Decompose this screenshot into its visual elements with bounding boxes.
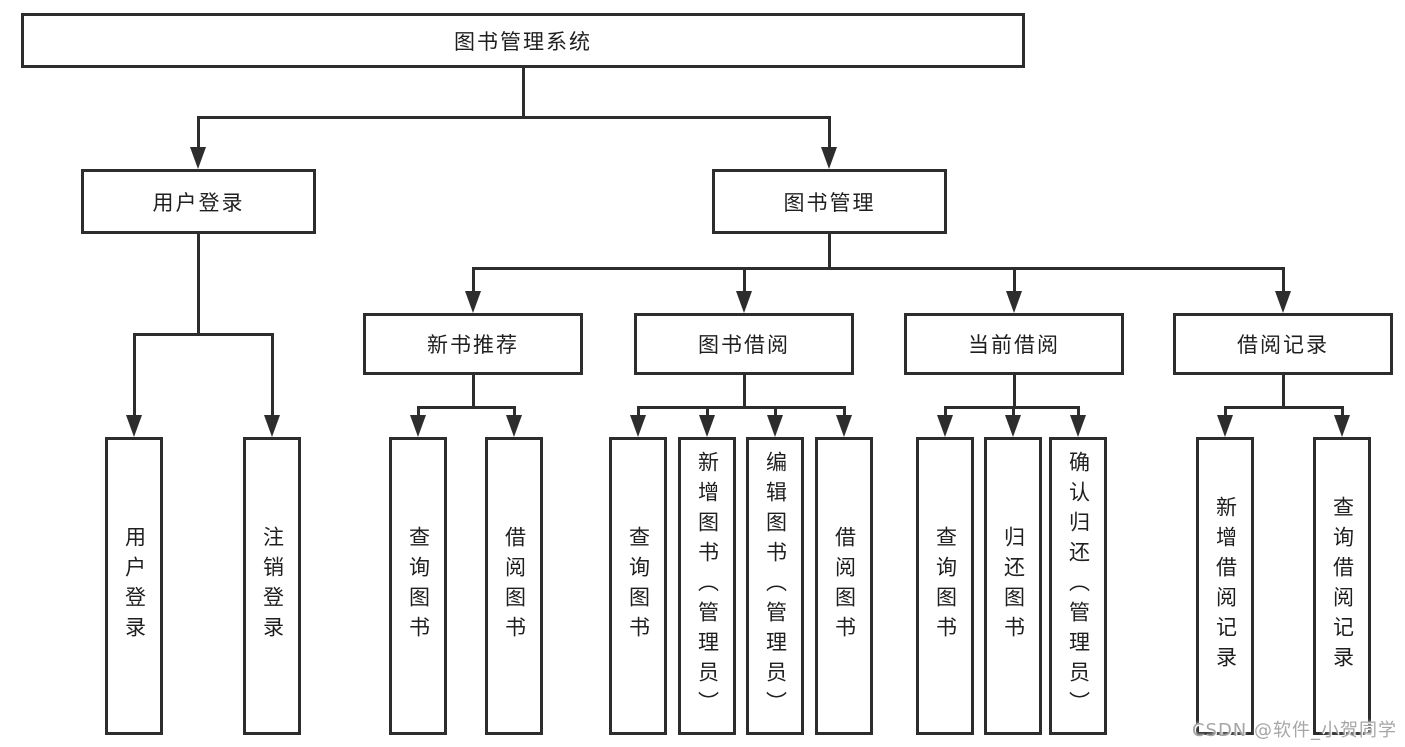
leaf-logout: 注销登录 [243, 437, 301, 735]
connector-hline [132, 332, 274, 336]
arrow-down-icon [1005, 415, 1021, 437]
node-root: 图书管理系统 [21, 13, 1025, 68]
leaf-query-books-borrowing: 查询图书 [609, 437, 667, 735]
arrow-down-icon [736, 291, 752, 313]
leaf-query-borrow-record: 查询借阅记录 [1313, 437, 1371, 735]
node-label: 用户登录 [152, 190, 245, 215]
node-book-borrowing: 图书借阅 [634, 313, 854, 375]
watermark: CSDN @软件_小贺同学 [1191, 720, 1397, 741]
connector-hline [471, 266, 1285, 270]
connector-vline [1281, 268, 1285, 299]
leaf-query-books-recommend: 查询图书 [389, 437, 447, 735]
connector-hline [1223, 405, 1344, 409]
connector-vline [742, 375, 746, 409]
connector-vline [196, 234, 200, 336]
connector-vline [827, 234, 831, 270]
arrow-down-icon [767, 415, 783, 437]
arrow-down-icon [1006, 291, 1022, 313]
connector-vline [1012, 268, 1016, 299]
arrow-down-icon [506, 415, 522, 437]
connector-vline [1281, 375, 1285, 409]
node-label: 新增借阅记录 [1213, 496, 1238, 676]
arrow-down-icon [1334, 415, 1350, 437]
leaf-add-books-admin: 新增图书（管理员） [678, 437, 736, 735]
node-label: 图书管理 [783, 190, 876, 215]
leaf-add-borrow-record: 新增借阅记录 [1196, 437, 1254, 735]
connector-vline [1012, 375, 1016, 409]
arrow-down-icon [190, 147, 206, 169]
arrow-down-icon [1070, 415, 1086, 437]
arrow-down-icon [1275, 291, 1291, 313]
node-label: 当前借阅 [968, 333, 1060, 357]
node-label: 用户登录 [122, 526, 147, 646]
node-label: 新增图书（管理员） [695, 451, 720, 721]
arrow-down-icon [1217, 415, 1233, 437]
arrow-down-icon [630, 415, 646, 437]
node-label: 图书借阅 [698, 333, 790, 357]
leaf-return-books: 归还图书 [984, 437, 1042, 735]
node-label: 注销登录 [260, 526, 285, 646]
node-label: 查询图书 [406, 526, 431, 646]
node-label: 查询借阅记录 [1330, 496, 1355, 676]
node-label: 查询图书 [626, 526, 651, 646]
node-label: 新书推荐 [427, 333, 519, 357]
arrow-down-icon [937, 415, 953, 437]
connector-vline [742, 268, 746, 299]
node-borrowing-records: 借阅记录 [1173, 313, 1393, 375]
node-label: 查询图书 [933, 526, 958, 646]
node-current-borrowing: 当前借阅 [904, 313, 1124, 375]
arrow-down-icon [821, 147, 837, 169]
connector-hline [416, 405, 516, 409]
arrow-down-icon [126, 415, 142, 437]
connector-hline [196, 115, 831, 119]
node-book-management: 图书管理 [712, 169, 947, 234]
connector-vline [471, 375, 475, 409]
connector-vline [471, 268, 475, 299]
node-user-login: 用户登录 [81, 169, 316, 234]
node-label: 借阅记录 [1237, 333, 1329, 357]
leaf-borrow-books-borrowing: 借阅图书 [815, 437, 873, 735]
node-label: 借阅图书 [502, 526, 527, 646]
node-label: 图书管理系统 [454, 29, 592, 54]
node-label: 确认归还（管理员） [1066, 451, 1091, 721]
arrow-down-icon [465, 291, 481, 313]
connector-vline [132, 334, 136, 423]
leaf-confirm-return-admin: 确认归还（管理员） [1049, 437, 1107, 735]
leaf-edit-books-admin: 编辑图书（管理员） [746, 437, 804, 735]
arrow-down-icon [836, 415, 852, 437]
node-label: 编辑图书（管理员） [763, 451, 788, 721]
connector-vline [521, 68, 525, 119]
connector-vline [196, 117, 200, 155]
leaf-borrow-books-recommend: 借阅图书 [485, 437, 543, 735]
node-label: 归还图书 [1001, 526, 1026, 646]
arrow-down-icon [410, 415, 426, 437]
arrow-down-icon [264, 415, 280, 437]
node-new-book-recommend: 新书推荐 [363, 313, 583, 375]
node-label: 借阅图书 [832, 526, 857, 646]
leaf-query-books-current: 查询图书 [916, 437, 974, 735]
leaf-user-login: 用户登录 [105, 437, 163, 735]
connector-vline [270, 334, 274, 423]
connector-hline [636, 405, 846, 409]
arrow-down-icon [699, 415, 715, 437]
connector-vline [827, 117, 831, 155]
